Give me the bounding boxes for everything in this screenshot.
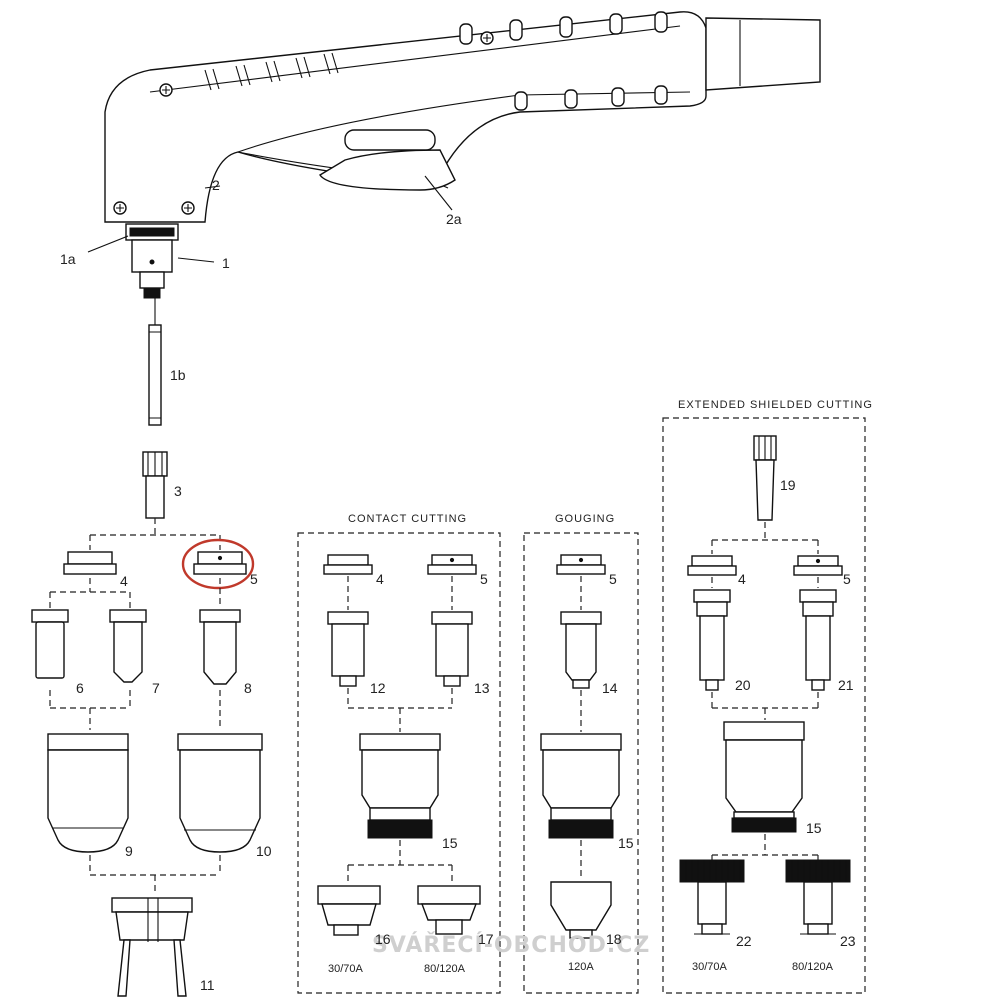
label-1b: 1b — [170, 367, 186, 383]
label-e-15: 15 — [806, 820, 822, 836]
cc-shields — [317, 885, 481, 936]
contact-cutting-section — [297, 532, 501, 994]
heading-extended-shielded-cutting: EXTENDED SHIELDED CUTTING — [678, 399, 873, 411]
label-10: 10 — [256, 843, 272, 859]
ext-shields — [679, 859, 851, 935]
label-1a: 1a — [60, 251, 76, 267]
label-5: 5 — [250, 571, 258, 587]
ext-nozzles — [693, 589, 837, 691]
cc-retaining-cap — [359, 733, 441, 839]
section-headings: CONTACT CUTTING GOUGING EXTENDED SHIELDE… — [348, 399, 873, 525]
label-1: 1 — [222, 255, 230, 271]
label-13: 13 — [474, 680, 490, 696]
part-6-nozzle — [31, 609, 69, 679]
label-20: 20 — [735, 677, 751, 693]
cc-swirl-rings — [323, 554, 477, 575]
label-3: 3 — [174, 483, 182, 499]
label-23: 23 — [840, 933, 856, 949]
heading-contact-cutting: CONTACT CUTTING — [348, 513, 467, 525]
amp-gouging: 120A — [568, 961, 594, 973]
part-5-swirl-ring — [193, 551, 247, 575]
part-11-standoff — [111, 897, 193, 997]
label-cc-4: 4 — [376, 571, 384, 587]
label-g-15: 15 — [618, 835, 634, 851]
label-18: 18 — [606, 931, 622, 947]
watermark-text: SVÁŘECÍ-OBCHOD.CZ — [372, 932, 650, 958]
amperage-labels: 30/70A 80/120A 120A 30/70A 80/120A — [328, 961, 834, 975]
part-3-holder — [142, 451, 168, 519]
heading-gouging: GOUGING — [555, 513, 615, 525]
label-cc-5: 5 — [480, 571, 488, 587]
label-2: 2 — [212, 177, 220, 193]
label-21: 21 — [838, 677, 854, 693]
label-e-5: 5 — [843, 571, 851, 587]
label-9: 9 — [125, 843, 133, 859]
part-labels: 1 1a 1b 2 2a 3 4 5 6 7 8 9 10 11 4 5 12 … — [60, 177, 856, 993]
label-19: 19 — [780, 477, 796, 493]
part-7-nozzle — [109, 609, 147, 683]
label-2a: 2a — [446, 211, 462, 227]
torch-handle — [104, 11, 821, 223]
highlight-circle — [181, 538, 255, 590]
standard-cutting-group — [31, 518, 263, 997]
screw-icon — [113, 31, 494, 215]
amp-cc-low: 30/70A — [328, 963, 364, 975]
label-8: 8 — [244, 680, 252, 696]
cc-nozzles — [327, 611, 473, 687]
amp-ext-low: 30/70A — [692, 961, 728, 973]
part-10-shield-cup — [177, 733, 263, 853]
label-11: 11 — [200, 977, 215, 993]
label-7: 7 — [152, 680, 160, 696]
label-4: 4 — [120, 573, 128, 589]
amp-cc-high: 80/120A — [424, 963, 466, 975]
label-12: 12 — [370, 680, 386, 696]
label-14: 14 — [602, 680, 618, 696]
amp-ext-high: 80/120A — [792, 961, 834, 973]
gouging-section — [523, 532, 639, 994]
label-g-5: 5 — [609, 571, 617, 587]
extended-shielded-section — [662, 417, 866, 994]
torch-head-connector — [125, 223, 179, 299]
part-19-holder — [753, 435, 777, 521]
label-cc-15: 15 — [442, 835, 458, 851]
label-22: 22 — [736, 933, 752, 949]
part-4-swirl-ring — [63, 551, 117, 575]
label-6: 6 — [76, 680, 84, 696]
part-1b-rod — [148, 324, 162, 426]
label-17: 17 — [478, 931, 494, 947]
label-e-4: 4 — [738, 571, 746, 587]
part-9-shield-cup — [47, 733, 129, 853]
label-16: 16 — [375, 931, 391, 947]
part-8-nozzle — [199, 609, 241, 685]
